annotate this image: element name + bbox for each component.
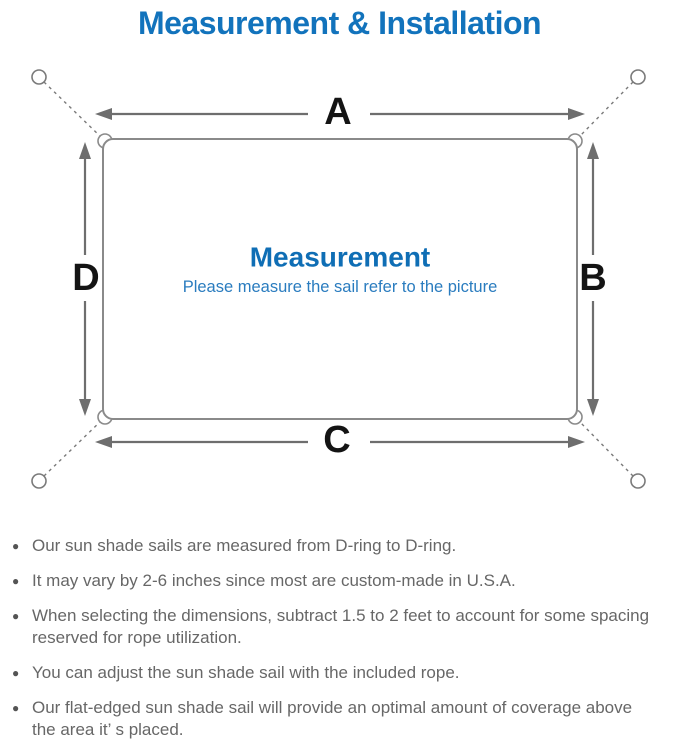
note-item: ● Our flat-edged sun shade sail will pro… — [0, 697, 673, 741]
arrowhead-down-icon — [587, 399, 599, 416]
anchor-point-icon — [31, 473, 47, 489]
note-text: You can adjust the sun shade sail with t… — [32, 662, 673, 684]
anchor-point-icon — [630, 69, 646, 85]
bullet-icon: ● — [12, 539, 20, 553]
anchor-point-icon — [630, 473, 646, 489]
note-item: ● It may vary by 2-6 inches since most a… — [0, 570, 673, 592]
note-line: Our sun shade sails are measured from D-… — [32, 536, 457, 555]
tie-line-bottom-right — [577, 419, 634, 477]
dimension-label-c: C — [323, 419, 350, 461]
arrowhead-down-icon — [79, 399, 91, 416]
note-item: ● You can adjust the sun shade sail with… — [0, 662, 673, 684]
note-line: You can adjust the sun shade sail with t… — [32, 663, 460, 682]
anchor-point-icon — [31, 69, 47, 85]
tie-lines — [43, 81, 634, 477]
note-text: It may vary by 2-6 inches since most are… — [32, 570, 673, 592]
bullet-icon: ● — [12, 666, 20, 680]
bullet-icon: ● — [12, 701, 20, 715]
note-item: ● Our sun shade sails are measured from … — [0, 535, 673, 557]
arrowhead-right-icon — [568, 436, 585, 448]
measurement-diagram: A B C D Measurement Please measure the s… — [0, 59, 679, 524]
note-text: Our sun shade sails are measured from D-… — [32, 535, 673, 557]
arrowhead-right-icon — [568, 108, 585, 120]
diagram-center-subtitle: Please measure the sail refer to the pic… — [183, 278, 498, 296]
tie-line-top-right — [577, 81, 634, 139]
tie-line-top-left — [43, 81, 103, 139]
note-line: the area it’ s placed. — [32, 720, 184, 739]
arrowhead-left-icon — [95, 108, 112, 120]
page-title: Measurement & Installation — [137, 5, 542, 41]
note-text: When selecting the dimensions, subtract … — [32, 605, 673, 649]
bullet-icon: ● — [12, 609, 20, 623]
sail-diagram-svg: A B C D Measurement Please measure the s… — [31, 69, 646, 489]
note-text: Our flat-edged sun shade sail will provi… — [32, 697, 673, 741]
dimension-arrows — [79, 108, 599, 448]
sail-outline — [102, 138, 578, 420]
note-item: ● When selecting the dimensions, subtrac… — [0, 605, 673, 649]
notes-list: ● Our sun shade sails are measured from … — [0, 524, 679, 741]
bullet-icon: ● — [12, 574, 20, 588]
note-line: reserved for rope utilization. — [32, 628, 242, 647]
tie-line-bottom-left — [43, 419, 103, 477]
note-line: When selecting the dimensions, subtract … — [32, 606, 650, 625]
arrowhead-up-icon — [587, 142, 599, 159]
diagram-center-title: Measurement — [250, 242, 431, 273]
arrowhead-left-icon — [95, 436, 112, 448]
dimension-label-d: D — [72, 257, 99, 299]
arrowhead-up-icon — [79, 142, 91, 159]
anchor-points — [31, 69, 646, 489]
dimension-label-a: A — [324, 91, 351, 133]
dimension-label-b: B — [579, 257, 606, 299]
note-line: Our flat-edged sun shade sail will provi… — [32, 698, 633, 717]
note-line: It may vary by 2-6 inches since most are… — [32, 571, 516, 590]
